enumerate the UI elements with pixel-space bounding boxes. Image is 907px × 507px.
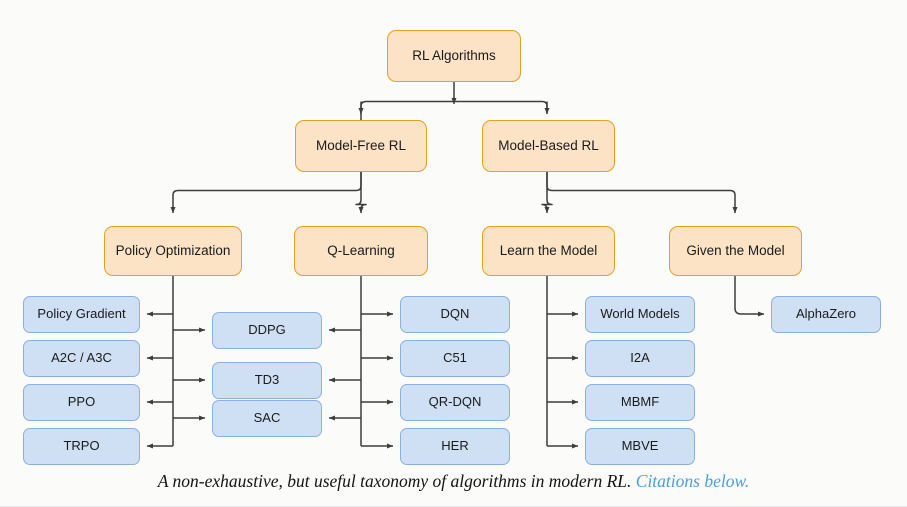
node-label: DDPG <box>248 322 286 338</box>
edge-model-free-to-q-learning <box>355 172 367 214</box>
node-label: MBVE <box>621 438 659 454</box>
edge-gm-alphazero <box>734 276 765 317</box>
node-given-the-model[interactable]: Given the Model <box>669 226 802 276</box>
node-mbmf[interactable]: MBMF <box>585 384 695 421</box>
node-alphazero[interactable]: AlphaZero <box>771 296 881 333</box>
node-label: AlphaZero <box>796 306 856 322</box>
node-ppo[interactable]: PPO <box>23 384 140 421</box>
node-qr-dqn[interactable]: QR-DQN <box>400 384 510 421</box>
node-label: PPO <box>67 394 96 410</box>
edge-model-free-to-policy-opt <box>170 172 362 214</box>
node-q-learning[interactable]: Q-Learning <box>294 226 428 276</box>
node-label: A2C / A3C <box>51 350 112 366</box>
node-model-free-rl[interactable]: Model-Free RL <box>295 120 427 172</box>
node-label: TRPO <box>63 438 100 454</box>
node-label: Given the Model <box>686 243 785 259</box>
node-label: Learn the Model <box>499 243 598 259</box>
node-label: MBMF <box>620 394 660 410</box>
node-mbve[interactable]: MBVE <box>585 428 695 465</box>
edge-model-based-to-given-model <box>546 172 738 214</box>
caption-text: A non-exhaustive, but useful taxonomy of… <box>157 471 632 491</box>
node-policy-gradient[interactable]: Policy Gradient <box>23 296 140 333</box>
node-c51[interactable]: C51 <box>400 340 510 377</box>
node-label: Model-Based RL <box>498 138 599 154</box>
node-her[interactable]: HER <box>400 428 510 465</box>
node-world-models[interactable]: World Models <box>585 296 695 333</box>
node-label: C51 <box>443 350 467 366</box>
node-label: HER <box>441 438 469 454</box>
citations-link[interactable]: Citations below. <box>635 471 750 491</box>
diagram-caption: A non-exhaustive, but useful taxonomy of… <box>0 471 907 492</box>
node-trpo[interactable]: TRPO <box>23 428 140 465</box>
node-i2a[interactable]: I2A <box>585 340 695 377</box>
node-label: Policy Gradient <box>37 306 126 322</box>
edge-root-bar <box>360 100 548 120</box>
node-label: Model-Free RL <box>315 138 407 154</box>
node-dqn[interactable]: DQN <box>400 296 510 333</box>
node-learn-the-model[interactable]: Learn the Model <box>482 226 615 276</box>
node-label: TD3 <box>254 372 280 388</box>
edge-model-based-to-learn-model <box>541 172 553 214</box>
node-label: RL Algorithms <box>412 48 496 64</box>
node-label: I2A <box>630 350 650 366</box>
node-label: Policy Optimization <box>115 243 231 259</box>
node-rl-algorithms[interactable]: RL Algorithms <box>387 30 521 82</box>
node-policy-optimization[interactable]: Policy Optimization <box>104 226 242 276</box>
node-label: Q-Learning <box>327 243 395 259</box>
node-label: SAC <box>253 410 281 426</box>
node-label: World Models <box>600 306 680 322</box>
node-ddpg[interactable]: DDPG <box>212 312 322 349</box>
node-td3[interactable]: TD3 <box>212 362 322 399</box>
node-sac[interactable]: SAC <box>212 400 322 437</box>
node-label: QR-DQN <box>428 394 482 410</box>
node-label: DQN <box>440 306 470 322</box>
node-model-based-rl[interactable]: Model-Based RL <box>482 120 615 172</box>
node-a2c-a3c[interactable]: A2C / A3C <box>23 340 140 377</box>
